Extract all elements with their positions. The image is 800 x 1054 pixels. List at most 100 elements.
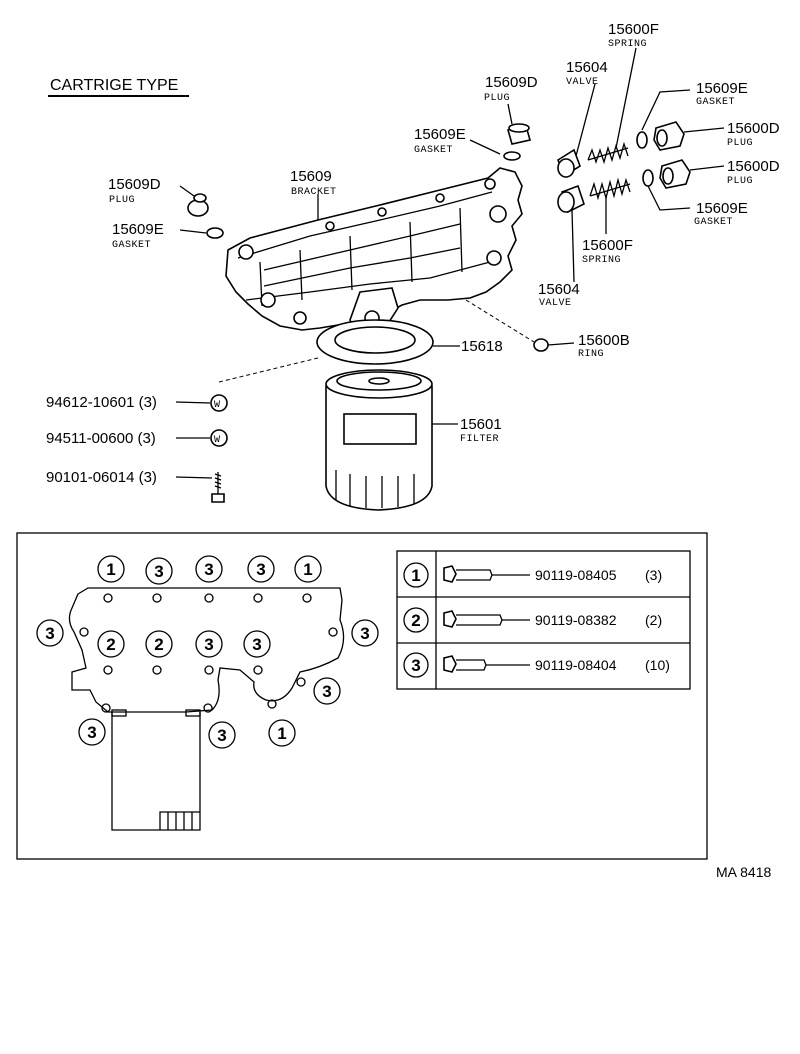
label-plug-right-top-number: 15600D [727,120,780,137]
label-plug-right-top-name: PLUG [727,138,753,149]
svg-text:3: 3 [252,635,261,654]
callout-bottom-3: 1 [268,719,296,747]
bracket-drawing [225,167,523,339]
label-valve-top-number: 15604 [566,59,608,76]
callout-top-4: 3 [247,555,275,583]
svg-text:3: 3 [45,624,54,643]
label-plug-left-number: 15609D [108,176,161,193]
gasket-top-drawing [503,151,521,161]
gasket-left-drawing [206,227,224,239]
svg-text:3: 3 [154,562,163,581]
label-spring-bottom-number: 15600F [582,237,633,254]
label-plug-left-name: PLUG [109,195,135,206]
callout-right-lower: 3 [313,677,341,705]
label-bracket-number: 15609 [290,168,332,185]
callout-top-2: 3 [145,557,173,585]
plug-right-bottom-drawing [659,159,691,189]
label-washer-2: 94511-00600 (3) [46,430,156,447]
bolt-table-key-3: 3 [411,656,420,675]
spring-bottom-drawing [589,177,631,201]
callout-mid-2: 2 [145,630,173,658]
bolt-table-part-2: 90119-08382 [535,612,617,628]
ring-drawing [533,338,549,352]
svg-text:2: 2 [106,635,115,654]
oil-filter-drawing [325,369,433,511]
callout-bottom-1: 3 [78,718,106,746]
plug-right-top-drawing [653,121,685,151]
bolt-layout-frame [16,532,708,860]
label-ring-gasket-number: 15618 [461,338,503,355]
drawing-code: MA 8418 [716,864,771,880]
bolt-table-row-1: 1 90119-08405 (3) [403,562,662,588]
svg-text:1: 1 [277,724,286,743]
valve-bottom-drawing [557,184,585,214]
callout-mid-4: 3 [243,630,271,658]
label-gasket-left-name: GASKET [112,240,151,251]
label-spring-top-name: SPRING [608,39,647,50]
leader-lines [175,47,725,479]
callout-top-5: 1 [294,555,322,583]
bolt-table-key-2: 2 [411,611,420,630]
svg-text:3: 3 [204,560,213,579]
bolt-table-part-3: 90119-08404 [535,657,617,673]
bolt-table-qty-3: (10) [645,657,670,673]
label-washer-1: 94612-10601 (3) [46,394,157,411]
label-valve-top-name: VALVE [566,77,599,88]
svg-text:1: 1 [106,560,115,579]
washer-2-symbol: W [214,435,221,446]
label-gasket-top-name: GASKET [414,145,453,156]
label-valve-bottom-name: VALVE [539,298,572,309]
bolt-table-part-1: 90119-08405 [535,567,617,583]
gasket-right-top-drawing [636,131,648,149]
plug-top-drawing [506,123,532,145]
washer-1-drawing: W [210,394,228,412]
svg-text:3: 3 [322,682,331,701]
label-filter-name: FILTER [460,434,499,445]
callout-mid-3: 3 [195,630,223,658]
callout-mid-1: 2 [97,630,125,658]
bracket-outline-view [68,587,345,831]
label-gasket-right-bottom-number: 15609E [696,200,748,217]
label-spring-top-number: 15600F [608,21,659,38]
ring-gasket-drawing [316,319,434,365]
spring-top-drawing [587,141,629,165]
valve-top-drawing [557,148,581,178]
label-gasket-left-number: 15609E [112,221,164,238]
diagram-title: CARTRIGE TYPE [50,77,178,94]
svg-text:3: 3 [360,624,369,643]
bolt-table-key-1: 1 [411,566,420,585]
bolt-table: 1 90119-08405 (3) 2 90119-08382 (2) 3 90… [396,550,691,690]
callout-top-1: 1 [97,555,125,583]
callout-top-3: 3 [195,555,223,583]
svg-text:2: 2 [154,635,163,654]
label-ring-name: RING [578,349,604,360]
label-gasket-top-number: 15609E [414,126,466,143]
washer-2-drawing: W [210,429,228,447]
plug-left-drawing [187,193,209,217]
label-filter-number: 15601 [460,416,502,433]
label-spring-bottom-name: SPRING [582,255,621,266]
label-bolt: 90101-06014 (3) [46,469,157,486]
svg-text:3: 3 [87,723,96,742]
label-bracket-name: BRACKET [291,187,337,198]
label-plug-right-bottom-name: PLUG [727,176,753,187]
label-ring-number: 15600B [578,332,630,349]
label-valve-bottom-number: 15604 [538,281,580,298]
washer-1-symbol: W [214,400,221,411]
callout-left: 3 [36,619,64,647]
bolt-table-qty-1: (3) [645,567,662,583]
label-gasket-right-bottom-name: GASKET [694,217,733,228]
label-plug-top-name: PLUG [484,93,510,104]
bolt-table-qty-2: (2) [645,612,662,628]
callout-bottom-2: 3 [208,721,236,749]
label-gasket-right-top-number: 15609E [696,80,748,97]
label-plug-right-bottom-number: 15600D [727,158,780,175]
bolt-table-row-2: 2 90119-08382 (2) [403,607,662,633]
svg-text:3: 3 [217,726,226,745]
bolt-table-row-3: 3 90119-08404 (10) [403,652,670,678]
svg-text:1: 1 [303,560,312,579]
svg-text:3: 3 [204,635,213,654]
label-plug-top-number: 15609D [485,74,538,91]
gasket-right-bottom-drawing [642,169,654,187]
